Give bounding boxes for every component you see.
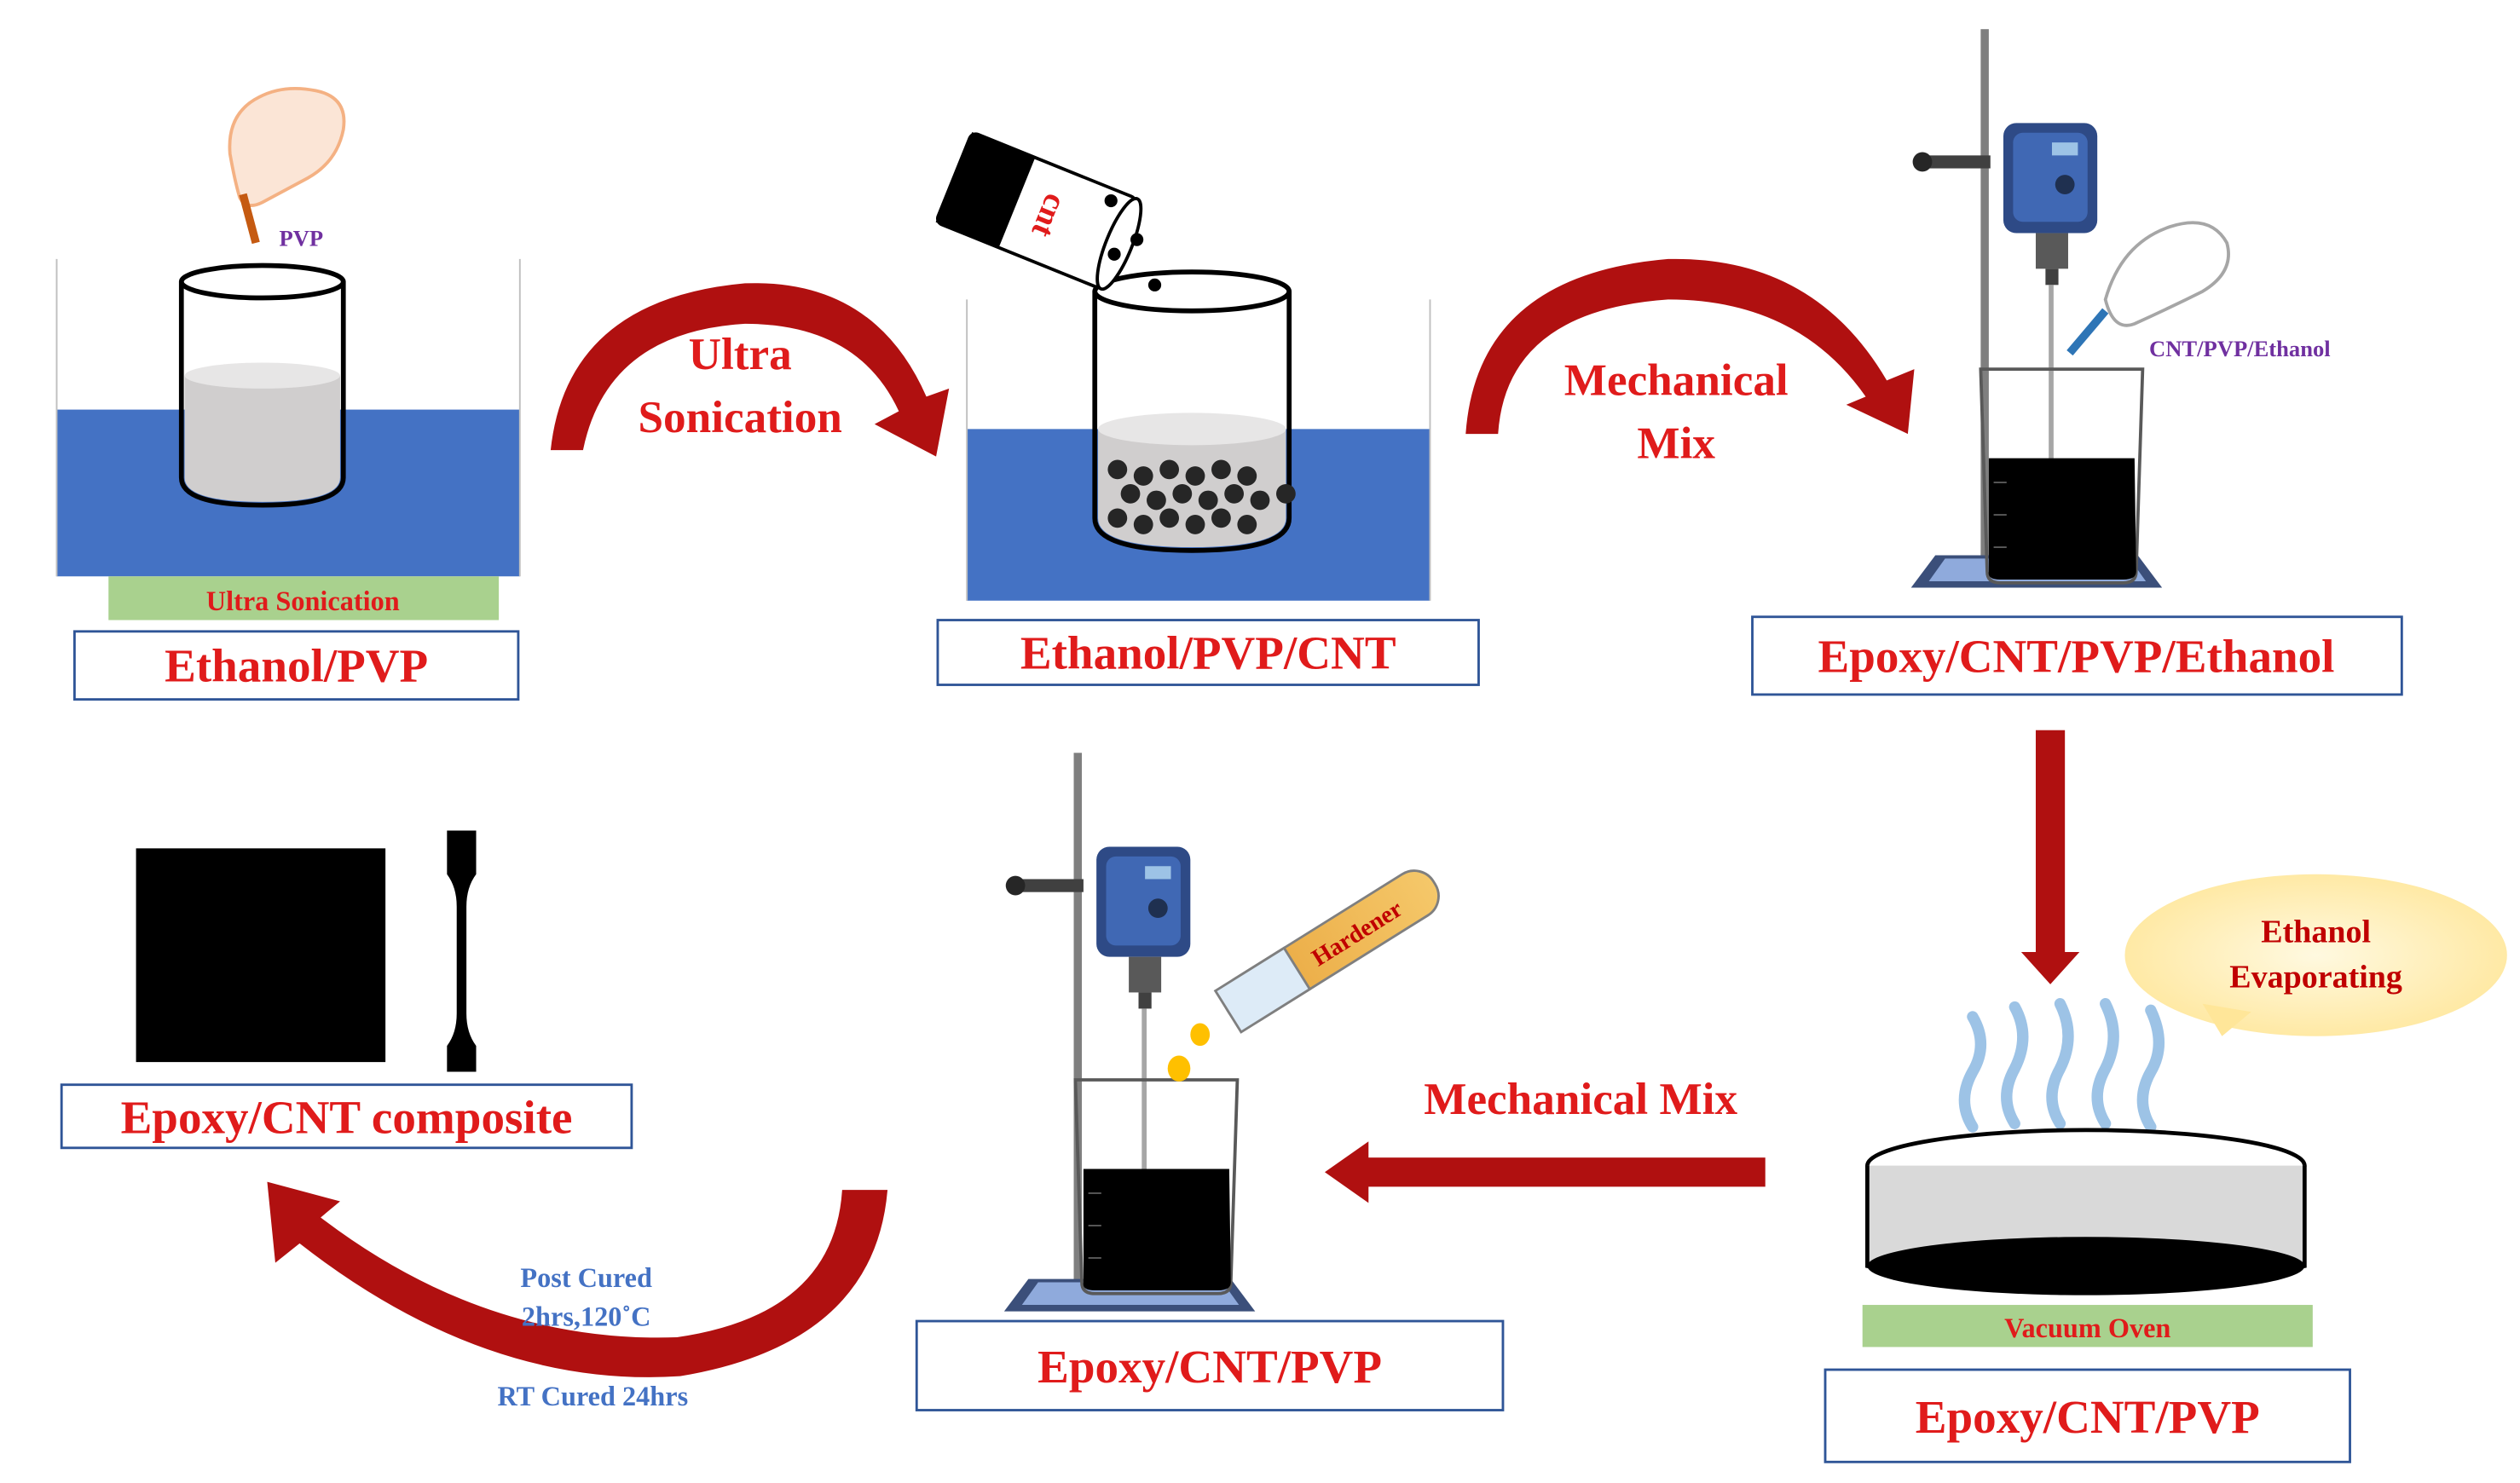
hardener-drop (1167, 1055, 1191, 1082)
cnt-particle (1211, 508, 1231, 528)
step-label-epoxy-cnt-composite: Epoxy/CNT composite (121, 1092, 573, 1144)
falling-cnt (1147, 278, 1162, 291)
step-label-epoxy-cnt-pvp-oven: Epoxy/CNT/PVP (1916, 1391, 2260, 1443)
cnt-container-icon: cnt (935, 131, 1143, 291)
arrow-label-sonication: Sonication (638, 392, 841, 442)
hand-icon (228, 86, 346, 245)
step-label-box (72, 630, 520, 701)
cnt-particle (1107, 508, 1128, 528)
arrow-mechanical-mix-bottom: Mechanical Mix (1324, 1074, 1766, 1203)
rt-cured-label: RT Cured 24hrs (497, 1381, 688, 1411)
hardener-drop (1190, 1023, 1211, 1047)
cnt-particle (1133, 515, 1153, 534)
arrow-down (2020, 730, 2080, 984)
cnt-particle (1107, 459, 1128, 480)
falling-cnt (1107, 247, 1121, 261)
cnt-particle (1237, 515, 1257, 534)
ultra-sonication-plate (108, 576, 500, 620)
step-label-ethanol-pvp: Ethanol/PVP (165, 640, 428, 692)
arrow-label-mix: Mix (1637, 418, 1715, 469)
arrow-mechanical-mix-top: Mechanical Mix (1465, 258, 1915, 469)
post-cured-label-1: Post Cured (520, 1262, 652, 1293)
cnt-particle (1159, 459, 1180, 480)
speech-bubble-icon (2124, 874, 2507, 1036)
cnt-pvp-ethanol-label: CNT/PVP/Ethanol (2149, 336, 2331, 361)
arrow-label-mechanical-mix: Mechanical Mix (1424, 1074, 1737, 1124)
cnt-particle (1275, 483, 1296, 504)
cnt-particle (1159, 508, 1180, 528)
step-epoxy-cnt-pvp-mix: Hardener Epoxy/CNT/PVP (915, 753, 1505, 1411)
step-label-epoxy-cnt-pvp-ethanol: Epoxy/CNT/PVP/Ethanol (1818, 630, 2334, 682)
ultra-sonication-plate-label: Ultra Sonication (206, 586, 400, 616)
cnt-particle (1250, 490, 1270, 511)
falling-cnt (1104, 193, 1118, 208)
cnt-particle (1133, 466, 1153, 486)
step-label-box (60, 1083, 633, 1150)
cnt-particle (1147, 490, 1166, 511)
step-epoxy-cnt-pvp-oven: Ethanol Evaporating Vacuum Oven Epoxy/CN… (1824, 874, 2507, 1463)
petri-dish-icon (1865, 1128, 2307, 1295)
step-label-box (1751, 615, 2403, 696)
step-epoxy-cnt-composite: Epoxy/CNT composite (60, 830, 633, 1150)
beaker-icon (178, 263, 346, 508)
test-tube-icon: Hardener (1213, 869, 1440, 1034)
pvp-label: PVP (280, 226, 324, 251)
cnt-particle (1237, 466, 1257, 486)
cnt-particle (1185, 515, 1205, 534)
step-label-ethanol-pvp-cnt: Ethanol/PVP/CNT (1020, 627, 1396, 679)
step-label-box (1824, 1368, 2351, 1463)
ethanol-evaporating-label-1: Ethanol (2261, 915, 2371, 950)
post-cured-label-2: 2hrs,120˚C (522, 1301, 651, 1332)
step-ethanol-pvp: PVP Ultra Sonication Ethanol/PVP (55, 86, 521, 701)
glove-hand-icon (2066, 221, 2230, 356)
step-epoxy-cnt-pvp-ethanol: CNT/PVP/Ethanol Epoxy/CNT/PVP/Ethanol (1751, 29, 2403, 696)
cnt-particle (1120, 483, 1141, 504)
cnt-particle (1211, 459, 1231, 480)
cnt-particles (1107, 459, 1296, 534)
ethanol-evaporating-label-2: Evaporating (2229, 960, 2402, 995)
beaker-icon (1073, 1078, 1240, 1295)
falling-cnt (1130, 233, 1144, 246)
composite-plate (136, 848, 386, 1063)
arrow-label-mechanical: Mechanical (1564, 355, 1789, 405)
steam-icon (1958, 998, 2165, 1133)
step-label-epoxy-cnt-pvp-mix: Epoxy/CNT/PVP (1037, 1341, 1382, 1393)
cnt-particle (1224, 483, 1245, 504)
vacuum-oven-label: Vacuum Oven (2004, 1313, 2170, 1343)
step-ethanol-pvp-cnt: cnt Ethanol/PVP/CNT (935, 131, 1480, 686)
vacuum-oven-plate (1862, 1305, 2313, 1347)
arrow-ultra-sonication: Ultra Sonication (550, 283, 950, 457)
cnt-particle (1172, 483, 1193, 504)
arrow-label-ultra: Ultra (689, 329, 792, 379)
arrow-curing: Post Cured 2hrs,120˚C RT Cured 24hrs (267, 1181, 888, 1411)
step-label-box (915, 1319, 1505, 1411)
cnt-particle (1185, 466, 1205, 486)
beaker-icon (1092, 269, 1296, 553)
beaker-icon (1979, 367, 2145, 585)
cnt-particle (1198, 490, 1218, 511)
step-label-box (936, 619, 1480, 686)
dogbone-specimen-icon (447, 830, 477, 1072)
